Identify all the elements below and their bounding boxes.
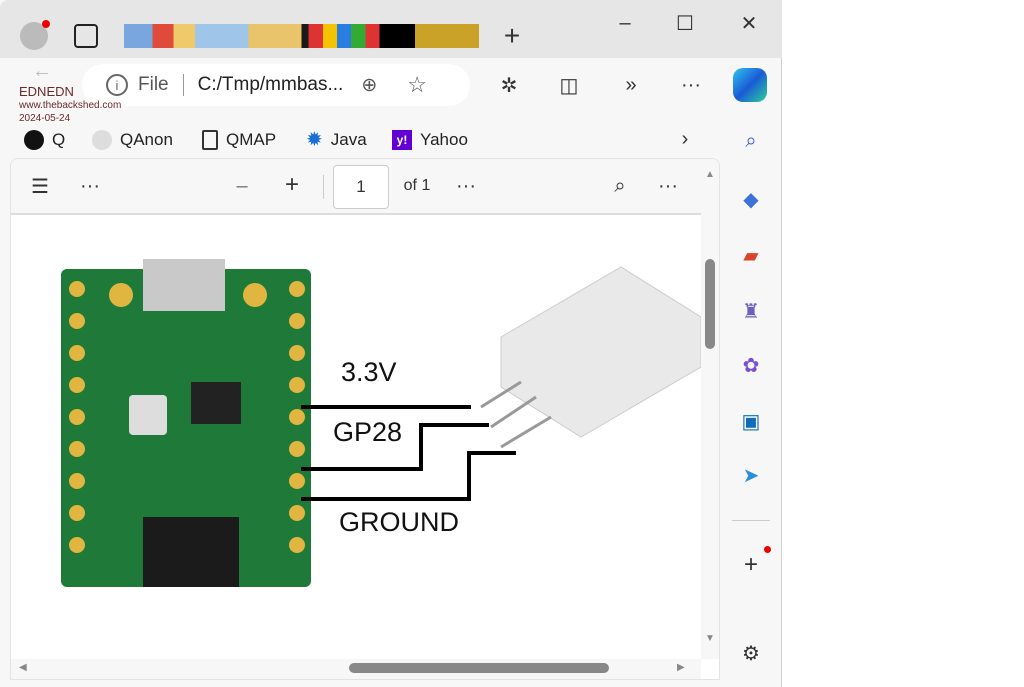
tab-bar: + – ☐ ✕ <box>0 0 782 58</box>
dht22-sensor <box>480 266 702 449</box>
toolbar-divider <box>323 175 324 199</box>
microsoft365-icon[interactable]: ✿ <box>742 354 760 377</box>
board-pins <box>69 281 305 553</box>
new-tab-button[interactable]: + <box>503 20 521 51</box>
games-icon[interactable]: ♜ <box>742 300 760 323</box>
favorite-star-icon[interactable]: ☆ <box>407 72 427 97</box>
back-icon[interactable]: ← <box>32 60 52 82</box>
scroll-up-arrow[interactable]: ▲ <box>705 169 715 180</box>
info-icon[interactable]: i <box>106 74 128 96</box>
watermark-date: 2024-05-24 <box>19 113 71 124</box>
pdf-viewer: ☰ ··· – + 1 of 1 ··· ⌕ ··· 3.3V GP28 <box>10 158 720 680</box>
shopping-tag-icon[interactable]: ◆ <box>743 188 759 211</box>
search-icon[interactable]: ⌕ <box>614 174 626 197</box>
page-icon <box>202 130 218 150</box>
wire-label-3v3: 3.3V <box>341 357 397 387</box>
pico-board <box>61 269 311 587</box>
vertical-scrollbar[interactable]: ▲ ▼ <box>701 159 719 659</box>
address-bar[interactable]: i File C:/Tmp/mmbas... ⊕ ☆ <box>82 64 470 106</box>
zoom-in-button[interactable]: + <box>284 171 299 198</box>
horizontal-scrollbar[interactable]: ◀ ▶ <box>11 659 701 679</box>
wiring-diagram: 3.3V GP28 GROUND <box>11 217 702 657</box>
q-icon <box>24 130 44 150</box>
add-sidebar-app-icon[interactable]: + <box>743 551 758 578</box>
more-right-icon[interactable]: ··· <box>658 174 678 197</box>
wires <box>301 405 516 501</box>
more-tools-chevron-icon[interactable]: » <box>625 73 637 96</box>
bookmark-java[interactable]: ✹Java <box>306 129 367 151</box>
bookmarks-overflow-chevron-icon[interactable]: › <box>681 127 689 150</box>
site-info-label: File <box>138 74 169 95</box>
bookmark-yahoo[interactable]: y!Yahoo <box>392 130 468 150</box>
more-left-icon[interactable]: ··· <box>80 174 100 197</box>
scroll-down-arrow[interactable]: ▼ <box>705 633 715 644</box>
qanon-icon <box>92 130 112 150</box>
close-button[interactable]: ✕ <box>740 12 758 35</box>
page-count-label: of 1 <box>403 177 431 194</box>
zoom-icon[interactable]: ⊕ <box>361 74 378 96</box>
sidebar-divider <box>732 520 770 521</box>
wire-label-gp28: GP28 <box>333 417 403 447</box>
yahoo-icon: y! <box>392 130 412 150</box>
sidebar-settings-gear-icon[interactable]: ⚙ <box>742 642 760 665</box>
notification-dot <box>42 20 50 28</box>
maximize-button[interactable]: ☐ <box>676 12 694 35</box>
rp2040-chip <box>143 517 239 587</box>
usb-port <box>143 259 225 311</box>
gear-icon: ✹ <box>306 129 323 151</box>
url-text[interactable]: C:/Tmp/mmbas... <box>197 74 344 95</box>
pdf-toolbar: ☰ ··· – + 1 of 1 ··· ⌕ ··· <box>11 159 701 215</box>
page-number-input[interactable]: 1 <box>333 165 389 209</box>
outlook-icon[interactable]: ▣ <box>741 410 761 433</box>
watermark-site: www.thebackshed.com <box>19 100 122 111</box>
minimize-button[interactable]: – <box>619 11 631 34</box>
bookmark-q[interactable]: Q <box>24 130 65 150</box>
copilot-icon[interactable] <box>733 68 767 102</box>
more-middle-icon[interactable]: ··· <box>456 174 476 197</box>
horizontal-scroll-thumb[interactable] <box>349 663 609 673</box>
contents-list-icon[interactable]: ☰ <box>31 175 49 198</box>
scroll-right-arrow[interactable]: ▶ <box>677 662 685 673</box>
extensions-icon[interactable]: ✲ <box>500 74 518 97</box>
wire-label-ground: GROUND <box>339 507 459 537</box>
watermark-name: EDNEDN <box>19 84 74 99</box>
bootsel-button <box>129 395 167 435</box>
diagram-graphic <box>61 259 702 587</box>
vertical-scroll-thumb[interactable] <box>705 259 715 349</box>
tab-actions-icon[interactable] <box>74 24 98 48</box>
add-notification-dot <box>764 546 771 553</box>
settings-more-icon[interactable]: ··· <box>681 73 701 96</box>
separator <box>182 74 184 96</box>
scroll-left-arrow[interactable]: ◀ <box>19 662 27 673</box>
split-screen-icon[interactable]: ◫ <box>559 74 579 97</box>
telegram-icon[interactable]: ➤ <box>742 464 760 487</box>
search-icon[interactable]: ⌕ <box>745 129 757 152</box>
browser-window: + – ☐ ✕ ← i File C:/Tmp/mmbas... ⊕ ☆ ✲ ◫… <box>0 0 782 687</box>
pinned-tabs-strip[interactable] <box>124 24 479 48</box>
bookmark-qmap[interactable]: QMAP <box>202 130 276 150</box>
bookmark-qanon[interactable]: QAnon <box>92 130 173 150</box>
zoom-out-button[interactable]: – <box>236 174 248 197</box>
tools-briefcase-icon[interactable]: ▰ <box>743 244 759 267</box>
chip <box>191 382 241 424</box>
